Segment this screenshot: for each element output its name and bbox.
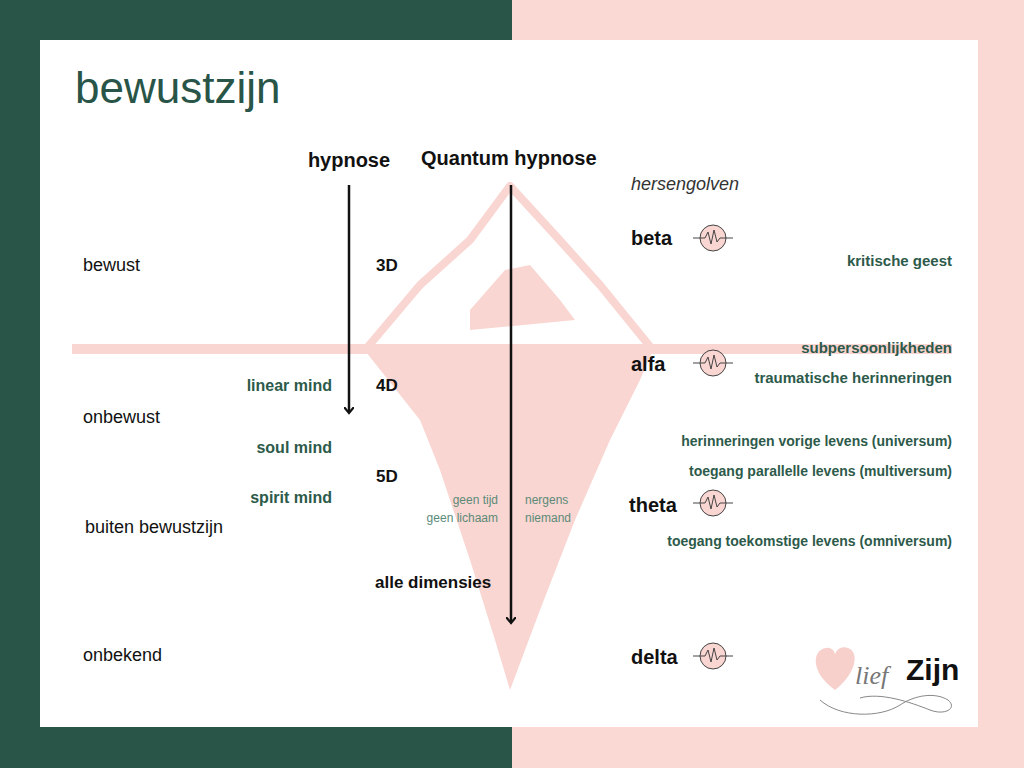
- logo-swash: [820, 695, 952, 714]
- logo-text: Zijn: [906, 652, 959, 688]
- mind-label: spirit mind: [250, 488, 332, 507]
- state-note: toegang parallelle levens (multiversum): [689, 463, 952, 480]
- logo-heart: [816, 647, 855, 690]
- quantum-note: geen tijd: [453, 493, 498, 507]
- title: bewustzijn: [75, 62, 280, 115]
- method-heading: hypnose: [308, 148, 390, 172]
- state-note: herinneringen vorige levens (universum): [681, 433, 952, 450]
- quantum-note: geen lichaam: [427, 511, 498, 525]
- brainwave-name: alfa: [631, 352, 665, 376]
- hypnose-arrow: [348, 185, 351, 412]
- level-label: buiten bewustzijn: [85, 517, 223, 539]
- brainwave-name: delta: [631, 645, 678, 669]
- brainwave-name: beta: [631, 226, 672, 250]
- mind-label: linear mind: [247, 376, 332, 395]
- iceberg-top: [366, 186, 652, 349]
- mind-label: soul mind: [256, 438, 332, 457]
- brainwave-name: theta: [629, 493, 677, 517]
- dimension-label: alle dimensies: [375, 573, 491, 593]
- dimension-label: 5D: [376, 467, 398, 487]
- iceberg-shade: [470, 265, 575, 330]
- state-note: traumatische herinneringen: [754, 369, 952, 387]
- state-note: toegang toekomstige levens (omniversum): [667, 533, 952, 550]
- iceberg-underwater: [366, 352, 652, 690]
- logo-text: lief: [855, 660, 888, 691]
- level-label: bewust: [83, 255, 140, 277]
- dimension-label: 4D: [376, 376, 398, 396]
- method-heading: Quantum hypnose: [421, 146, 597, 170]
- level-label: onbewust: [83, 407, 160, 429]
- level-label: onbekend: [83, 645, 162, 667]
- dimension-label: 3D: [376, 256, 398, 276]
- state-note: subpersoonlijkheden: [801, 339, 952, 357]
- column-heading: hersengolven: [631, 174, 739, 196]
- quantum-note: niemand: [525, 511, 571, 525]
- state-note: kritische geest: [847, 252, 952, 270]
- quantum-note: nergens: [525, 493, 568, 507]
- quantum-arrow: [510, 185, 513, 622]
